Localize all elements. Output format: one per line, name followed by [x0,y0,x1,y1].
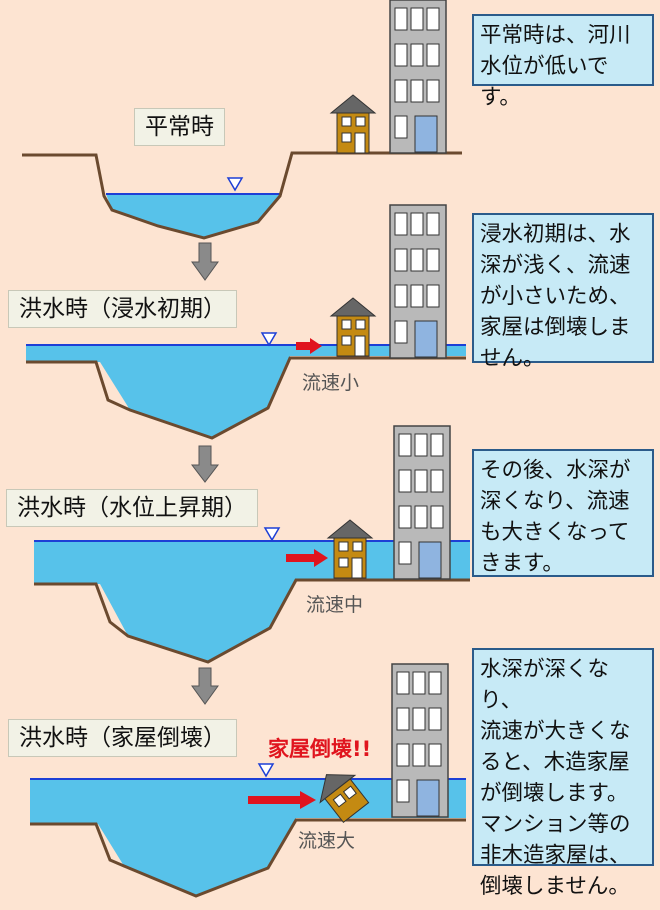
panel-4-house-collapse [30,663,466,898]
house-door [351,557,363,579]
building-window [414,469,428,493]
description-initial-flooding: 浸水初期は、水 深が浅く、流速 が小さいため、 家屋は倒壊しま せん。 [472,213,654,371]
flow-arrow-icon [248,791,316,809]
building-window [410,79,424,103]
building-window [396,743,410,767]
building-window [414,505,428,529]
description-rising-water: その後、水深が 深くなり、流速 も大きくなって きます。 [472,449,654,577]
riverbed [34,578,470,664]
down-arrow-icon [190,445,220,483]
building-window [410,248,424,272]
building-door [418,541,442,579]
building-window [396,707,410,731]
building-window [412,707,426,731]
building-window [396,779,410,803]
building-window [426,43,440,67]
riverbed [22,151,462,240]
house-window [338,541,349,552]
building-window [394,79,408,103]
house-window [341,116,352,127]
building-window [398,433,412,457]
building-window [394,43,408,67]
panel-3-rising-water [34,425,470,664]
panel-2-initial-flooding [26,204,466,440]
flow-arrow-icon [286,549,328,567]
river-water [26,345,466,438]
house-window [341,132,352,143]
flow-speed-label-medium: 流速中 [306,594,364,616]
building-window [410,212,424,236]
building-window [394,212,408,236]
building-window [426,248,440,272]
collapse-warning-label: 家屋倒壊!! [268,737,372,761]
building-window [410,7,424,31]
description-normal: 平常時は、河川 水位が低いです。 [472,14,654,110]
house-window [341,319,352,330]
house-icon [326,519,374,579]
flow-speed-label-small: 流速小 [302,372,360,394]
water-level-marker-icon [263,527,281,542]
stage-label-house-collapse: 洪水時（家屋倒壊） [8,719,237,757]
house-window [355,116,366,127]
building-window [398,469,412,493]
house-window [355,319,366,330]
building-window [428,743,442,767]
building-window [428,707,442,731]
building-window [394,284,408,308]
building-window [396,671,410,695]
apartment-building-icon [389,204,447,359]
description-house-collapse: 水深が深くなり、 流速が大きくな ると、木造家屋 が倒壊します。 マンション等の… [472,648,654,899]
building-door [416,779,440,817]
water-level-marker-icon [226,177,244,192]
water-level-marker-icon [257,763,275,778]
panel-1-normal [22,0,462,240]
building-window [426,284,440,308]
collapsed-house-icon [319,774,370,824]
water-level-marker-icon [260,332,278,347]
flow-arrow-icon [296,338,322,354]
house-icon [329,94,377,154]
building-door [414,320,438,358]
building-window [426,79,440,103]
building-window [394,248,408,272]
stage-label-rising-water: 洪水時（水位上昇期） [6,489,258,527]
building-window [430,505,444,529]
house-door [354,335,366,357]
building-window [428,671,442,695]
down-arrow-icon [191,242,219,281]
building-window [410,284,424,308]
building-window [394,115,408,139]
house-door [354,132,366,154]
stage-label-normal: 平常時 [134,108,225,146]
building-window [394,320,408,344]
building-window [394,7,408,31]
apartment-building-icon [391,663,449,818]
house-window [352,541,363,552]
riverbed [26,356,466,440]
apartment-building-icon [393,425,451,580]
flow-speed-label-large: 流速大 [298,830,356,852]
building-window [430,433,444,457]
down-arrow-icon [191,667,219,705]
building-window [426,7,440,31]
house-icon [329,297,377,357]
building-window [410,43,424,67]
building-window [398,541,412,565]
house-window [338,557,349,568]
stage-label-initial-flooding: 洪水時（浸水初期） [8,290,237,328]
building-window [412,671,426,695]
building-window [412,743,426,767]
building-window [398,505,412,529]
building-door [414,115,438,153]
apartment-building-icon [389,0,447,154]
riverbed [30,818,466,898]
building-window [430,469,444,493]
house-window [341,335,352,346]
building-window [426,212,440,236]
building-window [414,433,428,457]
